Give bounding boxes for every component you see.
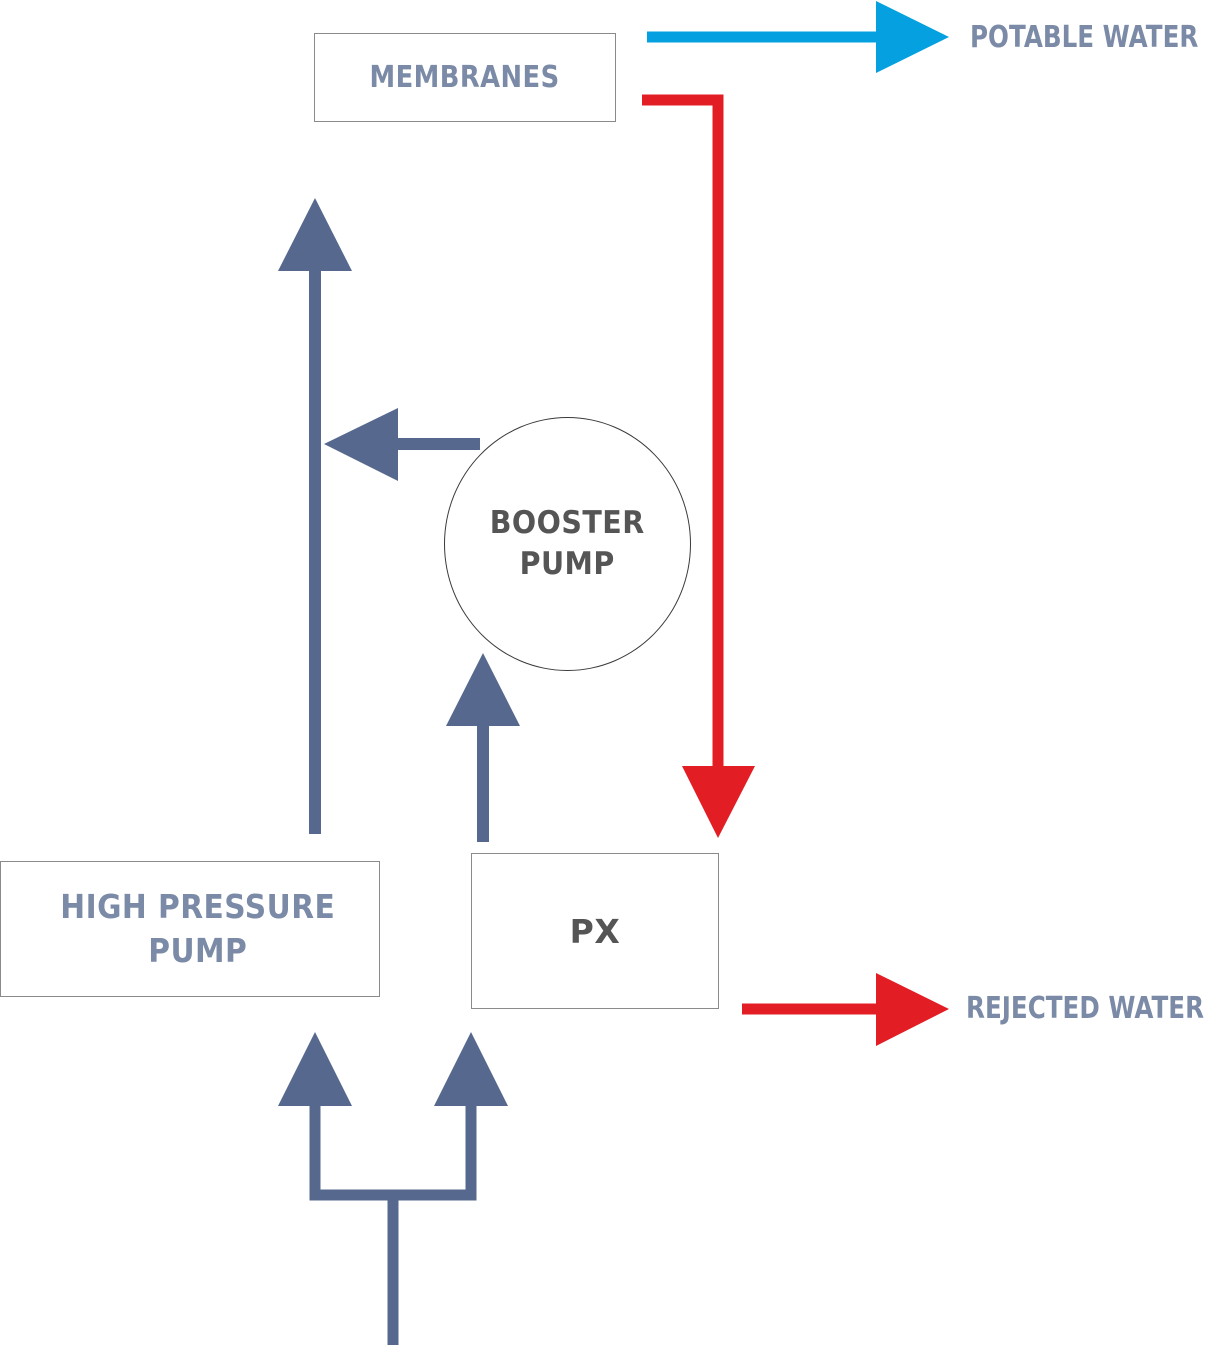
arrow-into-px bbox=[434, 1032, 508, 1106]
high-pressure-pump-box: HIGH PRESSURE PUMP bbox=[0, 861, 380, 997]
membranes-label: MEMBRANES bbox=[369, 60, 561, 95]
arrow-brine-into-px bbox=[682, 766, 755, 838]
arrow-into-booster-pump bbox=[446, 653, 520, 726]
arrow-rejected-water bbox=[876, 973, 949, 1046]
arrow-into-main-line bbox=[324, 408, 398, 481]
high-pressure-pump-label: HIGH PRESSURE PUMP bbox=[60, 887, 336, 970]
feed-inlet-split bbox=[309, 1106, 477, 1345]
brine-return-line bbox=[642, 94, 724, 768]
px-label: PX bbox=[569, 911, 621, 951]
arrow-into-high-pressure-pump bbox=[278, 1032, 352, 1106]
px-box: PX bbox=[471, 853, 719, 1009]
rejected-water-label: REJECTED WATER bbox=[966, 991, 1205, 1026]
booster-pump-label: BOOSTER PUMP bbox=[490, 505, 645, 582]
arrow-into-membranes bbox=[278, 198, 352, 271]
arrow-potable-water bbox=[876, 1, 949, 73]
booster-pump-circle: BOOSTER PUMP bbox=[444, 417, 691, 671]
potable-water-label: POTABLE WATER bbox=[970, 20, 1199, 55]
membranes-box: MEMBRANES bbox=[314, 33, 616, 122]
